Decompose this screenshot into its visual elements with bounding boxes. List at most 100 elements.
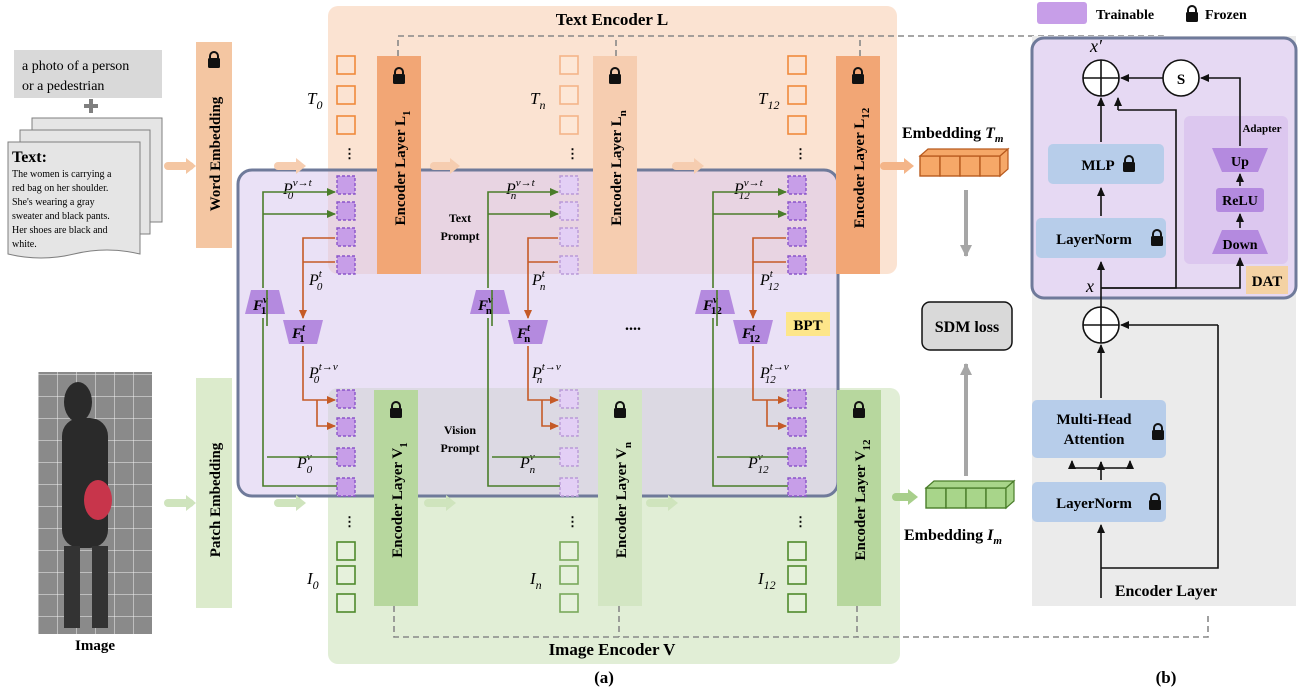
caption-doc-line: sweater and black pants. xyxy=(12,211,110,222)
image-token xyxy=(559,541,579,561)
mha-block xyxy=(1032,400,1166,458)
image-encoder-layer xyxy=(598,390,642,606)
text-prompt-token xyxy=(336,227,356,247)
prompt-line-2: or a pedestrian xyxy=(22,79,104,94)
patch-embedding-label: Patch Embedding xyxy=(208,442,224,557)
image-token-label: I0 xyxy=(306,569,319,592)
plus-icon xyxy=(84,99,98,113)
caption-b: (b) xyxy=(1156,668,1177,687)
vision-prompt-label-2: Prompt xyxy=(440,441,479,455)
text-token xyxy=(559,55,579,75)
text-token xyxy=(787,85,807,105)
text-token xyxy=(336,115,356,135)
prompt-line-1: a photo of a person xyxy=(22,59,129,74)
caption-a: (a) xyxy=(594,668,614,687)
text-encoder-layer-label: Encoder Layer Ln xyxy=(609,110,629,226)
text-token-ellipsis: ⋮ xyxy=(343,146,356,161)
text-prompt-token xyxy=(787,227,807,247)
legend: Trainable Frozen xyxy=(1037,2,1247,24)
image-embedding: Embedding Im xyxy=(904,479,1016,547)
embedding-cell xyxy=(959,155,981,177)
caption-doc-line: Her shoes are black and xyxy=(12,225,108,236)
adapter-down-label: Down xyxy=(1222,238,1257,253)
image-token xyxy=(787,565,807,585)
prompt-template-box xyxy=(14,50,162,98)
caption-doc-line: white. xyxy=(12,239,37,250)
vision-to-text-connector xyxy=(262,188,337,487)
text-prompt-token xyxy=(787,175,807,195)
text-input-group: a photo of a person or a pedestrian Text… xyxy=(7,50,163,259)
ft-projector xyxy=(733,320,773,344)
legend-trainable-label: Trainable xyxy=(1096,8,1154,23)
vision-prompt-token xyxy=(559,447,579,467)
embedding-cell xyxy=(985,487,1007,509)
embedding-i-label: Embedding Im xyxy=(904,527,1002,547)
vision-prompt-token xyxy=(559,417,579,437)
caption-doc-line: red bag on her shoulder. xyxy=(12,183,108,194)
text-to-vision-connector xyxy=(749,237,787,430)
image-token xyxy=(336,541,356,561)
caption-doc-line: The women is carrying a xyxy=(12,169,112,180)
sdm-loss-box xyxy=(921,301,1013,351)
vision-prompt-token xyxy=(787,389,807,409)
bpt-label: BPT xyxy=(793,318,822,334)
x-prime-label: x′ xyxy=(1089,36,1103,56)
text-token-ellipsis: ⋮ xyxy=(566,146,579,161)
embedding-cell xyxy=(979,155,1001,177)
image-token-label: In xyxy=(529,569,542,592)
text-encoder-layer-label: Encoder Layer L1 xyxy=(393,111,413,226)
x-label: x xyxy=(1085,276,1094,296)
text-token-ellipsis: ⋮ xyxy=(794,146,807,161)
lock-icon xyxy=(1123,155,1135,172)
text-embedding: Embedding Tm xyxy=(902,125,1010,178)
text-prompt-token xyxy=(559,255,579,275)
adapter-up-block xyxy=(1212,148,1268,172)
layernorm-top-block xyxy=(1036,218,1166,258)
text-to-vision-connector xyxy=(299,237,336,430)
image-token xyxy=(787,541,807,561)
vision-prompt-token xyxy=(559,477,579,497)
text-prompt-token xyxy=(336,201,356,221)
vision-prompt-token xyxy=(336,389,356,409)
lock-icon xyxy=(1186,5,1198,22)
vision-to-text-connector xyxy=(487,188,560,487)
image-encoder-layer-label: Encoder Layer V1 xyxy=(390,442,410,558)
image-token xyxy=(336,565,356,585)
image-token xyxy=(787,593,807,613)
embedding-cell xyxy=(939,155,961,177)
fv-projector xyxy=(245,290,285,314)
mha-label-1: Multi-Head xyxy=(1057,412,1133,428)
text-encoder-layer xyxy=(377,56,421,274)
vision-prompt-token xyxy=(336,417,356,437)
word-embedding-label: Word Embedding xyxy=(208,96,224,211)
caption-doc-line: She's wearing a gray xyxy=(12,197,95,208)
lock-icon xyxy=(390,401,402,418)
fv-projector xyxy=(470,290,510,314)
trainable-swatch xyxy=(1037,2,1087,24)
scale-label: S xyxy=(1177,72,1185,88)
ft-projector xyxy=(508,320,548,344)
text-encoder-title: Text Encoder L xyxy=(556,10,668,29)
text-prompt-token xyxy=(559,201,579,221)
legend-frozen-label: Frozen xyxy=(1205,8,1247,23)
vision-prompt-token xyxy=(787,417,807,437)
vision-prompt-token xyxy=(787,447,807,467)
lock-icon xyxy=(853,401,865,418)
text-prompt-token xyxy=(336,175,356,195)
embedding-cell xyxy=(965,487,987,509)
image-input-group: Image xyxy=(38,372,152,654)
vision-prompt-token xyxy=(559,389,579,409)
lock-icon xyxy=(1149,493,1161,510)
ft-projector xyxy=(283,320,323,344)
